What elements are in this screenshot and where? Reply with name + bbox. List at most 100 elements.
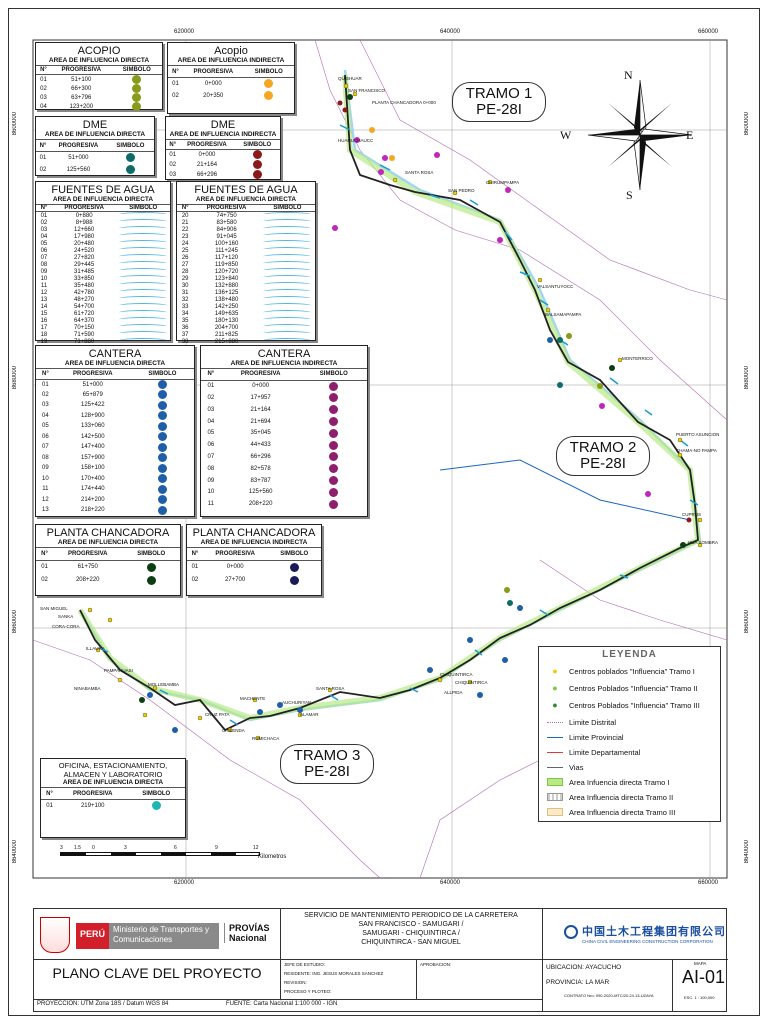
legend-row: Limite Distrital: [547, 716, 616, 728]
row-progresiva: 27+820: [74, 254, 95, 261]
tramo-3-title: TRAMO 3: [293, 747, 361, 764]
divider: [34, 959, 728, 960]
water-wave-icon: [119, 289, 168, 294]
divider: [672, 959, 673, 1011]
row-symbol: [260, 275, 315, 282]
row-progresiva: 65+879: [82, 391, 103, 398]
row-progresiva: 125+560: [248, 489, 273, 496]
row-progresiva: 219+100: [80, 802, 105, 809]
water-wave-icon: [119, 212, 168, 217]
scale-bar-graphic: [60, 852, 260, 856]
row-number: 02: [207, 394, 215, 401]
row-symbol: [260, 282, 315, 289]
tramo-3-label: TRAMO 3 PE-28I: [280, 744, 374, 784]
water-wave-icon: [119, 303, 168, 308]
symbol-dot-icon: [329, 476, 339, 486]
acopio-directo-markers: [504, 333, 603, 593]
company-name-cn: 中国土木工程集团有限公司: [582, 926, 726, 938]
row-number: 11: [40, 282, 48, 289]
town-label: CRUZ PATA: [205, 712, 230, 717]
scale-tick-4: 6: [174, 845, 177, 851]
town-label: BALSAMAPAMPA: [545, 312, 582, 317]
row-number: 23: [181, 233, 189, 240]
row-symbol: [301, 486, 367, 498]
col-simbolo: SIMBOLO: [234, 139, 280, 150]
plan-title: PLANO CLAVE DEL PROYECTO: [52, 965, 262, 981]
row-progresiva: 54+700: [74, 303, 95, 310]
row-progresiva: 214+200: [81, 496, 105, 503]
col-n: N°: [168, 65, 183, 78]
row-number: 09: [207, 477, 215, 484]
row-number: 12: [40, 289, 48, 296]
town-label: ALLPIDA: [444, 690, 463, 695]
water-wave-icon: [119, 240, 168, 245]
symbol-dot-icon: [146, 575, 156, 585]
row-progresiva: 0+000: [198, 151, 216, 158]
table-title: FUENTES DE AGUA: [51, 184, 155, 196]
col-n: N°: [36, 139, 50, 152]
symbol-dot-icon: [132, 75, 142, 84]
revision: REVISION:: [284, 980, 307, 985]
town-label: SAN PEDRO: [448, 188, 475, 193]
district-boundary: [32, 639, 381, 879]
row-symbol: [131, 400, 194, 411]
row-progresiva: 44+433: [250, 442, 271, 449]
table-subtitle: AREA DE INFLUENCIA DIRECTA: [57, 539, 159, 546]
col-progresiva: PROGRESIVA: [193, 204, 260, 212]
row-number: 02: [39, 166, 47, 173]
row-progresiva: 70+150: [74, 324, 95, 331]
tramo-1-label: TRAMO 1 PE-28I: [452, 82, 546, 122]
row-progresiva: 111+245: [215, 247, 238, 254]
water-wave-icon: [263, 240, 312, 245]
symbol-dot-icon: [151, 801, 161, 811]
divider: [280, 959, 281, 999]
water-wave-icon: [263, 282, 312, 287]
row-number: 31: [181, 289, 189, 296]
col-progresiva: PROGRESIVA: [182, 65, 244, 78]
row-symbol: [122, 561, 180, 574]
grid-label-right-3: 8660000: [744, 610, 750, 634]
row-progresiva: 31+485: [74, 268, 95, 275]
grid-label-right-1: 8600000: [744, 112, 750, 136]
row-symbol: [131, 411, 194, 422]
scale-tick-2: 0: [92, 845, 95, 851]
district-boundary: [419, 759, 541, 879]
row-number: 30: [181, 282, 189, 289]
row-number: 04: [42, 412, 49, 419]
water-wave-icon: [263, 226, 312, 231]
table-title: CANTERA: [88, 348, 142, 360]
row-symbol: [116, 226, 170, 233]
col-n: N°: [201, 368, 221, 381]
row-symbol: [107, 152, 154, 164]
legend-label: Limite Provincial: [569, 732, 624, 742]
water-wave-icon: [119, 226, 168, 231]
water-wave-icon: [263, 261, 312, 266]
row-number: 03: [207, 406, 215, 413]
row-symbol: [116, 268, 170, 275]
oficina-table: OFICINA, ESTACIONAMIENTO, ALMACEN Y LABO…: [40, 758, 186, 838]
row-symbol: [131, 505, 194, 516]
col-simbolo: SIMBOLO: [122, 547, 180, 561]
cantera-indirecta-markers: [332, 137, 651, 497]
water-wave-icon: [263, 331, 312, 336]
symbol-dot-icon: [252, 170, 262, 179]
symbol-dot-icon: [157, 505, 167, 515]
row-symbol: [301, 451, 367, 463]
row-symbol: [116, 233, 170, 240]
water-wave-icon: [119, 233, 168, 238]
row-symbol: [112, 84, 162, 93]
row-number: 04: [40, 233, 48, 240]
col-n: N°: [187, 547, 203, 561]
